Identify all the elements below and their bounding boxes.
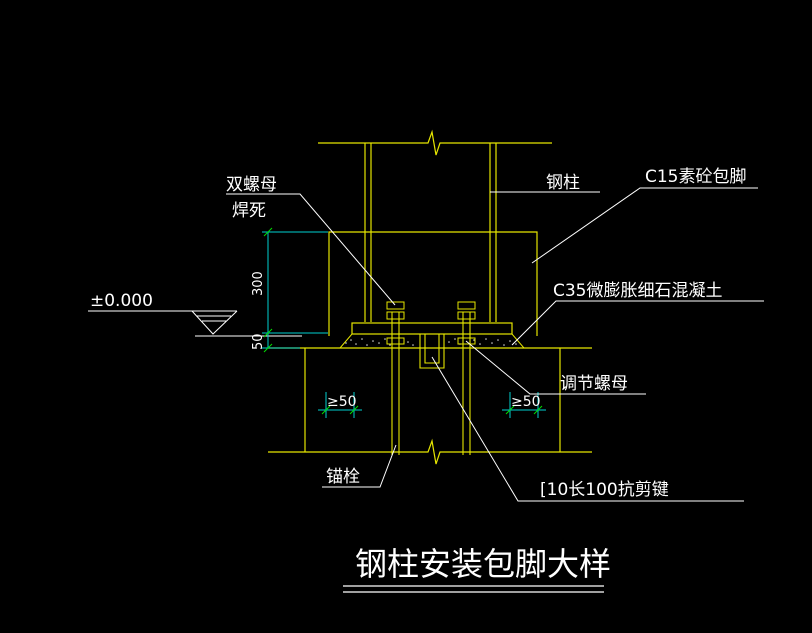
c15-encasement-outline: [328, 231, 538, 336]
c15-encasement-label: C15素砼包脚: [645, 167, 747, 187]
vertical-dimensions: [262, 227, 328, 353]
elevation-marker: [88, 310, 302, 337]
top-break-line: [318, 129, 552, 156]
title-underline: [343, 585, 604, 593]
shear-key-channel: [419, 334, 445, 369]
elevation-label: ±0.000: [90, 291, 153, 311]
double-nut-label-line2: 焊死: [232, 201, 266, 221]
base-plate: [351, 322, 513, 335]
leader-lines: [226, 187, 764, 502]
foundation-outline: [304, 348, 561, 452]
bottom-break-line: [268, 438, 592, 465]
min-50-right-label: ≥50: [511, 394, 541, 410]
drawing-title: 钢柱安装包脚大样: [355, 545, 611, 583]
min-edge-dimensions: [318, 392, 546, 418]
steel-column-label: 钢柱: [546, 173, 580, 193]
double-nut-label-line1: 双螺母: [226, 175, 277, 195]
min-50-left-label: ≥50: [327, 394, 357, 410]
c35-grout-layer: [338, 333, 526, 349]
dim-300-label: 300: [251, 271, 266, 296]
anchor-bolt-label: 锚栓: [326, 467, 360, 487]
adjusting-nut-label: 调节螺母: [560, 374, 628, 394]
double-nuts: [386, 301, 476, 345]
shear-key-label: [10长100抗剪键: [540, 480, 669, 500]
c35-grout-label: C35微膨胀细石混凝土: [553, 281, 723, 301]
anchor-bolts: [391, 312, 471, 455]
dim-50-label: 50: [251, 333, 266, 350]
